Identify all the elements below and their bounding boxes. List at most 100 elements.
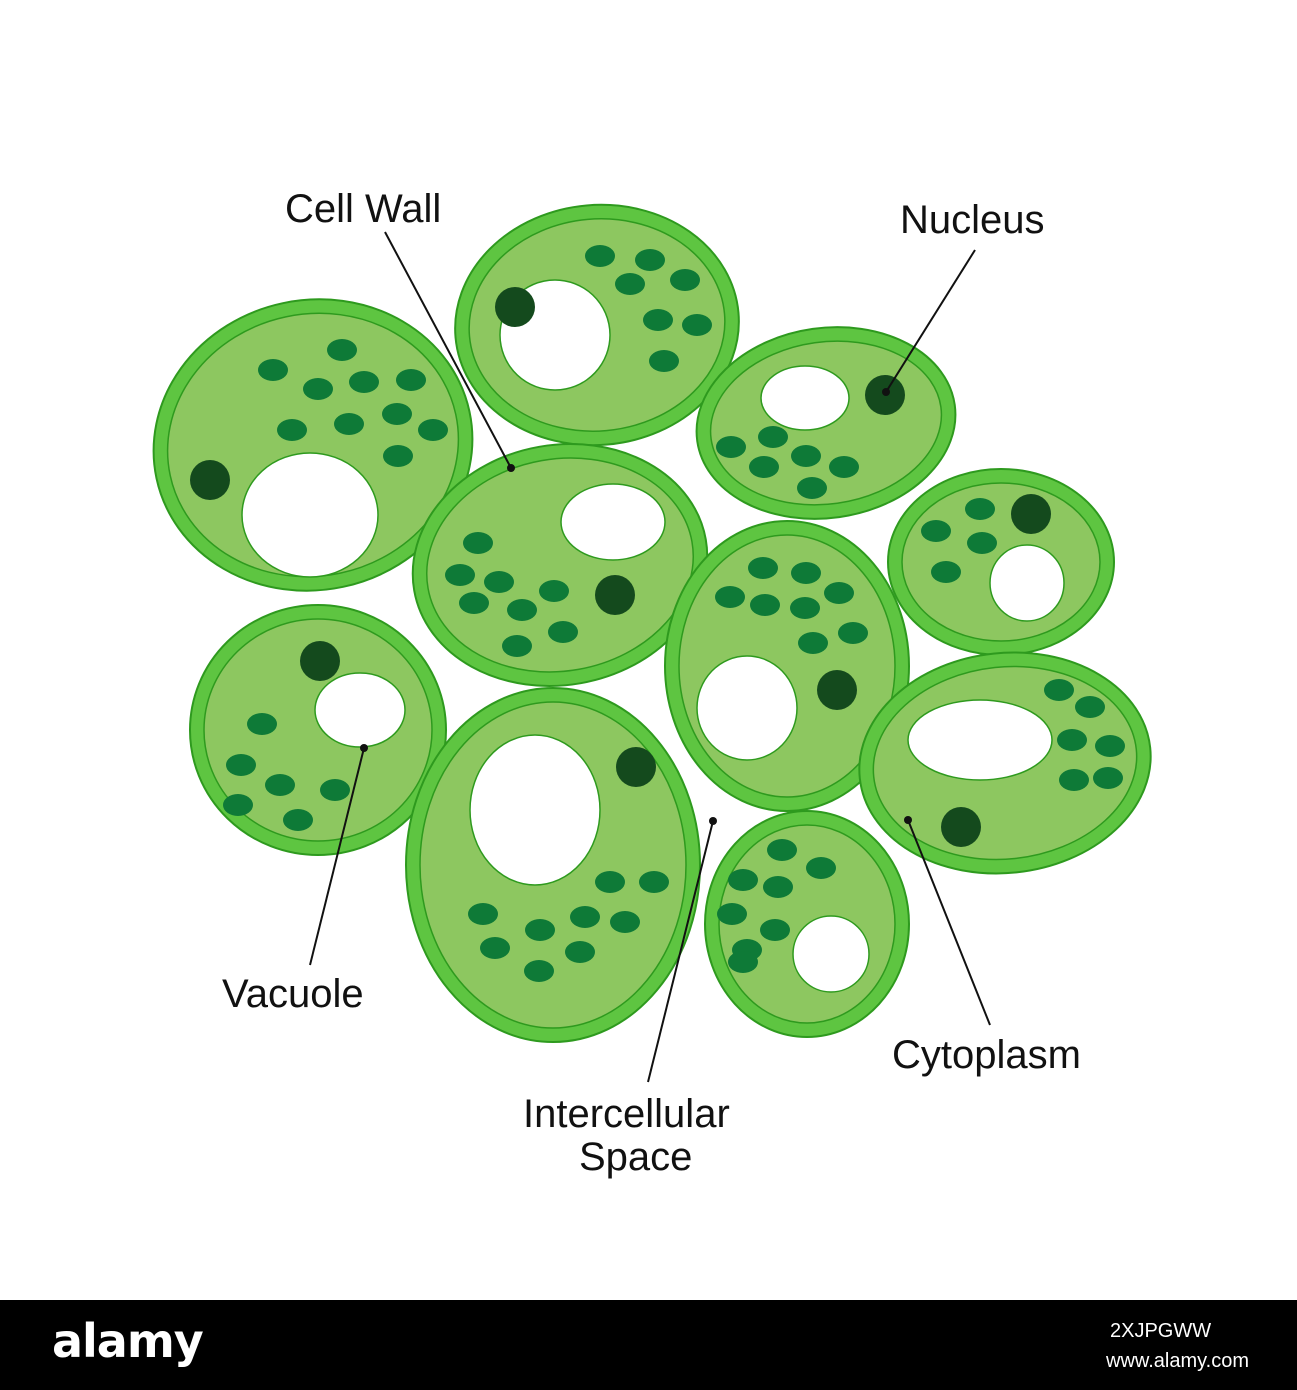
chloroplast <box>1059 769 1089 791</box>
plant-cell-diagram: Cell Wall Nucleus Vacuole Intercellular … <box>152 187 1152 1179</box>
footer-url: www.alamy.com <box>1106 1350 1249 1372</box>
chloroplast <box>670 269 700 291</box>
chloroplast <box>797 477 827 499</box>
nucleus-leader-line <box>885 249 976 393</box>
chloroplast <box>585 245 615 267</box>
vacuole <box>241 452 379 578</box>
vacuole <box>989 544 1065 622</box>
vacuole <box>760 365 850 431</box>
chloroplast <box>459 592 489 614</box>
nucleus <box>1011 494 1051 534</box>
chloroplast <box>468 903 498 925</box>
nucleus <box>300 641 340 681</box>
chloroplast <box>749 456 779 478</box>
vacuole-leader-line <box>309 747 365 966</box>
chloroplast <box>570 906 600 928</box>
chloroplast <box>717 903 747 925</box>
chloroplast <box>806 857 836 879</box>
intercellular-leader-line <box>647 820 714 1083</box>
chloroplast <box>767 839 797 861</box>
chloroplast <box>418 419 448 441</box>
chloroplast <box>334 413 364 435</box>
chloroplast <box>247 713 277 735</box>
chloroplast <box>502 635 532 657</box>
chloroplast <box>349 371 379 393</box>
nucleus <box>190 460 230 500</box>
chloroplast <box>396 369 426 391</box>
nucleus-label: Nucleus <box>900 198 1045 242</box>
cytoplasm <box>166 312 460 578</box>
chloroplast <box>277 419 307 441</box>
footer-bar: alamy 2XJPGWW www.alamy.com <box>0 1300 1297 1390</box>
cells-group <box>152 203 1152 1043</box>
nucleus <box>495 287 535 327</box>
cytoplasm-leader-dot <box>904 816 912 824</box>
chloroplast <box>1075 696 1105 718</box>
chloroplast <box>965 498 995 520</box>
chloroplast <box>791 445 821 467</box>
chloroplast <box>463 532 493 554</box>
chloroplast <box>750 594 780 616</box>
chloroplast <box>283 809 313 831</box>
chloroplast <box>1044 679 1074 701</box>
chloroplast <box>798 632 828 654</box>
cell-wall-leader-dot <box>507 464 515 472</box>
vacuole <box>907 699 1053 781</box>
chloroplast <box>728 869 758 891</box>
chloroplast <box>1095 735 1125 757</box>
chloroplast <box>967 532 997 554</box>
chloroplast <box>790 597 820 619</box>
chloroplast <box>715 586 745 608</box>
chloroplast <box>445 564 475 586</box>
chloroplast <box>615 273 645 295</box>
cell-wall-label: Cell Wall <box>285 187 441 231</box>
chloroplast <box>921 520 951 542</box>
intercellular-label-line1: Intercellular <box>523 1092 730 1136</box>
nucleus-leader-dot <box>882 388 890 396</box>
cytoplasm-leader-line <box>907 819 991 1026</box>
chloroplast <box>1093 767 1123 789</box>
chloroplast <box>838 622 868 644</box>
chloroplast <box>824 582 854 604</box>
chloroplast <box>716 436 746 458</box>
chloroplast <box>524 960 554 982</box>
chloroplast <box>320 779 350 801</box>
nucleus <box>941 807 981 847</box>
chloroplast <box>303 378 333 400</box>
chloroplast <box>382 403 412 425</box>
leader-lines <box>309 231 991 1083</box>
labels-group: Cell Wall Nucleus Vacuole Intercellular … <box>222 187 1081 1179</box>
footer-image-id: 2XJPGWW <box>1110 1320 1212 1342</box>
chloroplast <box>610 911 640 933</box>
vacuole <box>696 655 798 761</box>
cell-wall-leader-line <box>384 231 512 469</box>
chloroplast <box>539 580 569 602</box>
chloroplast <box>639 871 669 893</box>
chloroplast <box>763 876 793 898</box>
chloroplast <box>829 456 859 478</box>
cytoplasm-label: Cytoplasm <box>892 1033 1081 1077</box>
vacuole <box>792 915 870 993</box>
chloroplast <box>748 557 778 579</box>
chloroplast <box>1057 729 1087 751</box>
chloroplast <box>791 562 821 584</box>
intercellular-label-line2: Space <box>579 1135 692 1179</box>
vacuole <box>560 483 666 561</box>
chloroplast <box>548 621 578 643</box>
chloroplast <box>226 754 256 776</box>
nucleus <box>595 575 635 615</box>
nucleus <box>616 747 656 787</box>
chloroplast <box>760 919 790 941</box>
intercellular-leader-dot <box>709 817 717 825</box>
chloroplast <box>484 571 514 593</box>
chloroplast <box>565 941 595 963</box>
chloroplast <box>265 774 295 796</box>
chloroplast <box>682 314 712 336</box>
chloroplast <box>480 937 510 959</box>
chloroplast <box>758 426 788 448</box>
nucleus <box>817 670 857 710</box>
chloroplast <box>635 249 665 271</box>
vacuole-leader-dot <box>360 744 368 752</box>
chloroplast <box>507 599 537 621</box>
cell-large-left <box>152 298 474 592</box>
